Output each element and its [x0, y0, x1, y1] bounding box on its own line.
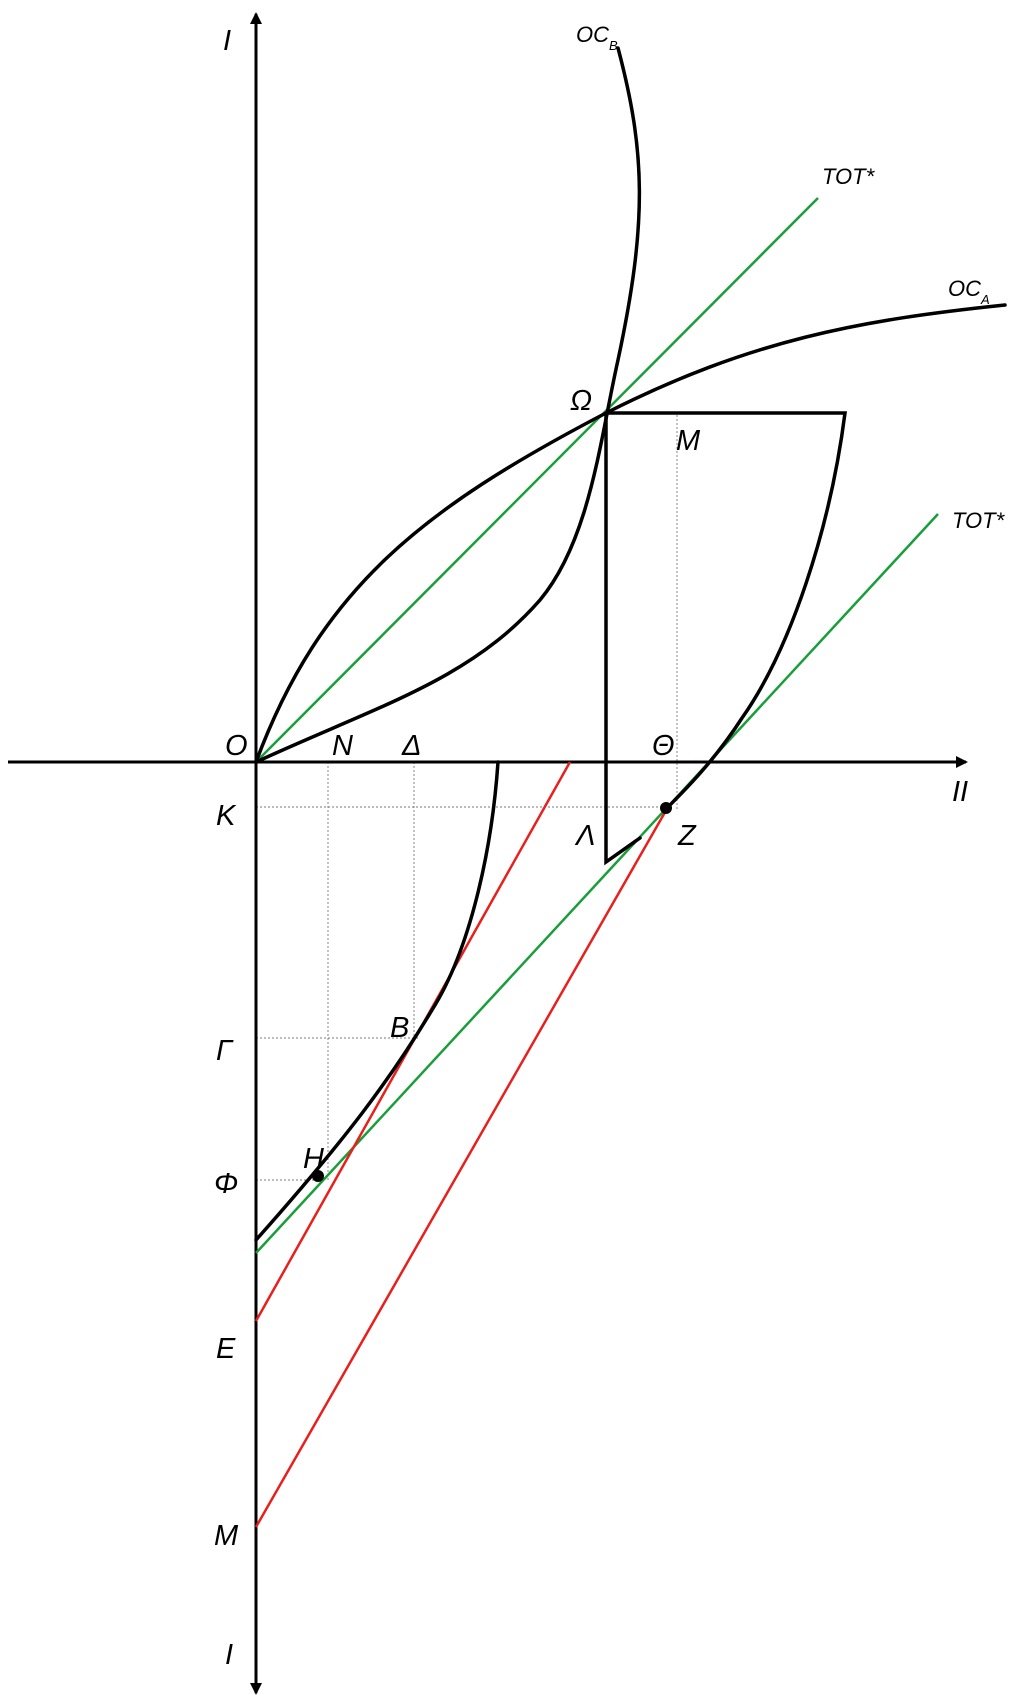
guide-lines	[256, 415, 678, 1181]
point-label-omega: Ω	[570, 385, 592, 417]
point-label-k: K	[216, 800, 237, 832]
point-label-phi: Φ	[214, 1168, 238, 1200]
budget-line-m	[254, 806, 670, 1528]
wedge-vertical-drop	[604, 411, 642, 866]
tot-line-upper	[255, 197, 819, 763]
vertical-axis-label-top: I	[223, 25, 231, 57]
oc-b-label: OCB	[576, 22, 618, 53]
oc-a-label: OCA	[948, 276, 990, 307]
point-z-marker	[660, 802, 672, 814]
tot-line-lower	[255, 513, 939, 1254]
tot-lower-label: TOT*	[952, 508, 1006, 533]
point-label-delta: Δ	[401, 730, 421, 762]
point-h-marker	[312, 1170, 324, 1182]
point-label-lambda: Λ	[574, 820, 595, 852]
horizontal-axis-label: II	[952, 776, 968, 808]
oc-a-curve	[254, 303, 1007, 764]
point-label-theta: Θ	[652, 730, 675, 762]
oc-b-curve	[254, 46, 642, 764]
point-label-m-lower: M	[214, 1520, 239, 1552]
point-label-b: B	[390, 1012, 409, 1044]
tot-upper-label: TOT*	[822, 164, 876, 189]
tot-lines	[255, 197, 939, 1254]
offer-curves	[254, 46, 1007, 1242]
point-label-h: H	[303, 1143, 324, 1175]
vertical-axis-label-bottom: I	[225, 1639, 233, 1671]
axes	[8, 12, 968, 1695]
point-label-gamma: Γ	[216, 1035, 234, 1067]
point-label-z: Z	[677, 820, 697, 852]
point-label-e: E	[216, 1333, 236, 1365]
shifted-wedge-lower	[254, 760, 500, 1242]
point-label-origin: O	[225, 730, 248, 762]
point-label-m-upper: M	[676, 425, 701, 457]
shifted-wedge-upper	[604, 411, 847, 809]
point-label-n: N	[332, 730, 353, 762]
